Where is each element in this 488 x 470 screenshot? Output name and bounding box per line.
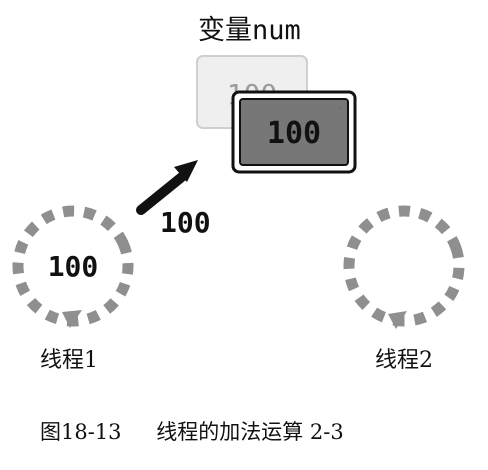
thread1-value: 100 <box>48 250 99 283</box>
small-mark: ' <box>338 105 341 116</box>
figure-number: 图18-13 <box>40 420 122 444</box>
diagonal-arrow-head <box>174 160 198 182</box>
thread2-dashed-ring <box>343 205 465 327</box>
current-value-card: 100 ' <box>231 90 357 174</box>
thread1-dashed-ring <box>12 205 134 327</box>
transfer-value: 100 <box>160 206 211 239</box>
figure-description: 线程的加法运算 2-3 <box>156 420 344 444</box>
thread1-label: 线程1 <box>40 348 98 373</box>
current-value-card-inner <box>239 98 349 166</box>
thread2-cycle-icon <box>343 205 465 329</box>
thread1-cycle-icon: 100 <box>12 205 134 328</box>
variable-title: 变量num <box>198 15 301 46</box>
thread2-label: 线程2 <box>375 348 433 373</box>
figure-caption: 图18-13 线程的加法运算 2-3 <box>40 418 344 446</box>
current-value-text: 100 <box>267 116 321 151</box>
diagonal-arrow-icon <box>136 160 198 215</box>
diagonal-arrow-shaft <box>136 171 188 215</box>
thread2-arrowhead <box>388 311 407 329</box>
thread1-arrowhead <box>62 310 82 328</box>
